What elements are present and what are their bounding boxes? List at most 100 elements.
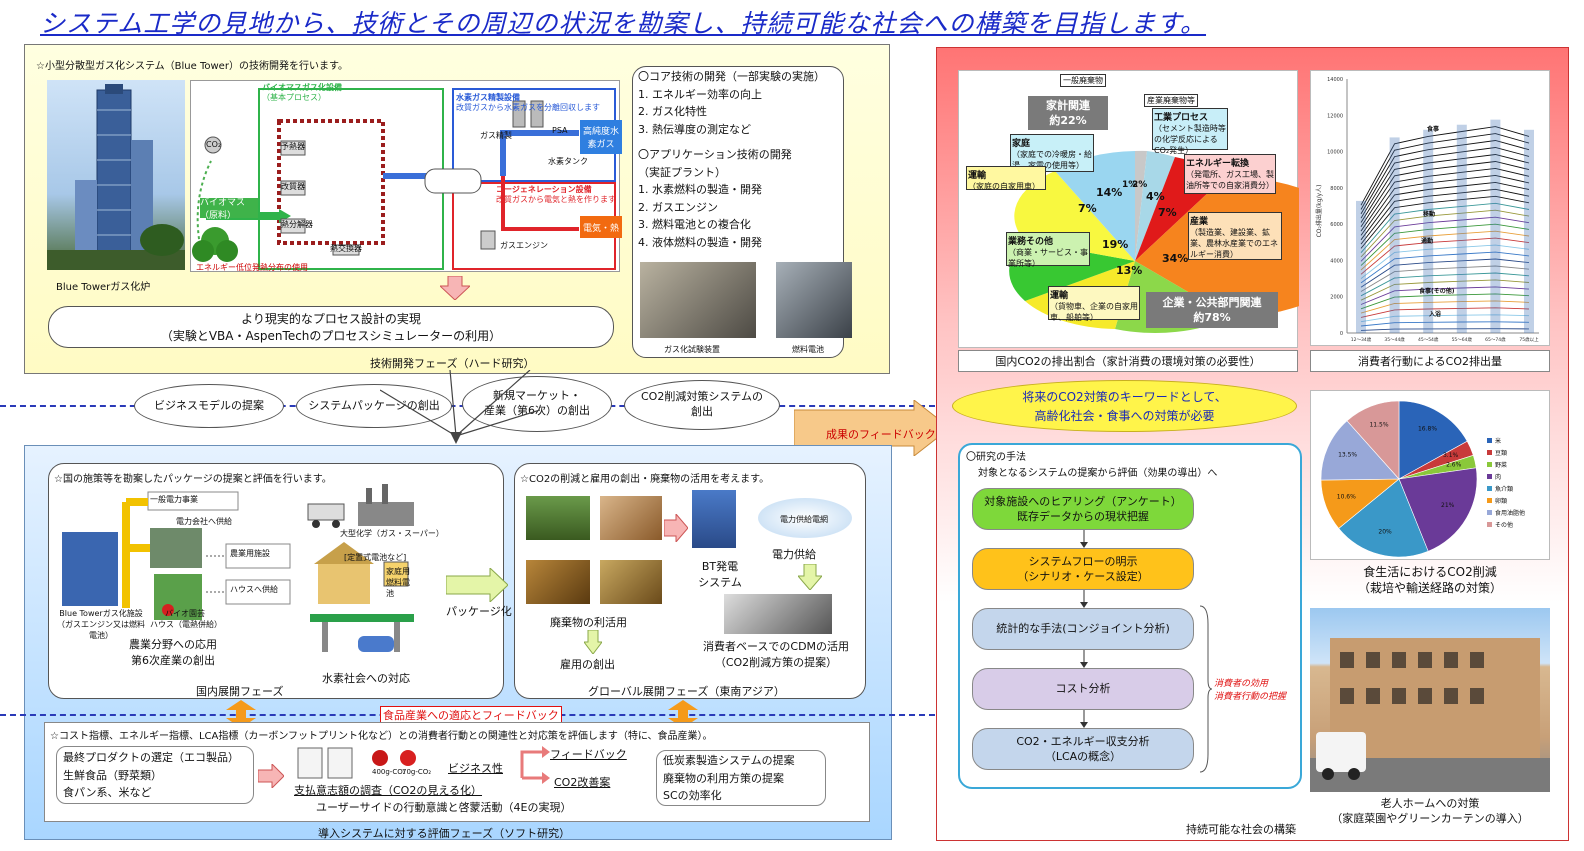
bracket-icon [1199, 605, 1212, 773]
stacked-series-line [1360, 328, 1530, 331]
stacked-series-line [1360, 244, 1530, 279]
straw-photo [600, 560, 662, 604]
stacked-bar [1490, 119, 1501, 333]
ellipse-new-market: 新規マーケット・ 産業（第6次）の創出 [462, 376, 612, 432]
x-tick-label: 55～64歳 [1452, 336, 1473, 343]
x-tick-label: 35～44歳 [1384, 336, 1405, 343]
pie-corp-group: 企業・公共部門関連 約78% [1146, 292, 1278, 328]
bt-power-tower-icon [692, 490, 736, 548]
product-item: 最終プロダクトの選定（エコ製品） [63, 751, 239, 764]
sec-biomass-sub: （基本プロセス） [262, 93, 326, 102]
consumer-chart-caption: 消費者行動によるCO2排出量 [1310, 350, 1550, 372]
pie-slice-label: 2.6% [1446, 461, 1462, 468]
legend-label: 食用油脂他 [1495, 509, 1525, 517]
house-caption: [定置式電池など] [344, 553, 407, 562]
legend-swatch [1487, 522, 1492, 527]
stacked-series-line [1360, 216, 1530, 262]
tower-facility-caption-2: （ガスエンジン又は燃料電池） [57, 620, 145, 640]
stacked-series-line [1360, 300, 1530, 314]
y-tick-label: 10000 [1327, 150, 1343, 156]
agriculture-caption-2: 第6次産業の創出 [131, 654, 215, 667]
product-item: 食パン系、米など [63, 786, 152, 799]
tower-facility-caption: Blue Towerガス化施設 （ガスエンジン又は燃料電池） [56, 608, 146, 641]
pie-transport-sub: （貨物車、企業の自家用車、船舶等） [1050, 302, 1138, 322]
unit-gas-cleaning-label: ガス精製 [480, 131, 512, 140]
cdm-caption-2: （CO2削減方策の提案） [714, 656, 838, 669]
pie-business-pct: 19% [1102, 238, 1129, 251]
product-item: 生鮮食品（野菜類） [63, 768, 162, 782]
domestic-diagram [62, 491, 291, 620]
sec-hydrogen-label: 水素ガス精製設備 [456, 93, 520, 102]
process-design-line2: （実験とVBA・AspenTechのプロセスシミュレーターの利用） [160, 329, 502, 343]
global-phase-label: グローバル展開フェーズ（東南アジア） [588, 685, 785, 698]
apple-co2-label: 400g-CO₂ [372, 768, 406, 776]
package-arrow-icon [446, 568, 508, 602]
method-step-hearing: 対象施設へのヒアリング（アンケート）既存データからの現状把握 [972, 488, 1194, 530]
proposal-item: 低炭素製造システムの提案 [663, 754, 795, 767]
keyword-line2: 高齢化社会・食事への対策が必要 [1034, 409, 1215, 423]
method-title: 〇研究の手法 [966, 452, 1026, 463]
home-fuelcell-caption: 家庭用燃料電池 [386, 567, 410, 598]
pie-corp-label: 企業・公共部門関連 [1162, 296, 1262, 309]
diagram-footnote: エネルギー低位発熱分布の使用 [196, 263, 308, 272]
gasification-test-photo [640, 262, 756, 338]
inner-series-label: 移動 [1423, 210, 1435, 218]
pie-household-group: 家計関連 約22% [1028, 96, 1108, 130]
feedback-label: フィードバック [550, 748, 627, 761]
pie-slice-label: 13.5% [1338, 451, 1357, 458]
inner-series-label: 入浴 [1428, 310, 1442, 318]
core-tech-item: 2. ガス化特性 [638, 105, 707, 118]
legend-label: 魚介類 [1495, 485, 1513, 493]
soft-header: ☆コスト指標、エネルギー指標、LCA指標（カーボンフットプリント化など）との消費… [50, 731, 713, 742]
survey-illustration [297, 747, 416, 779]
pie-household-pct: 約22% [1049, 114, 1087, 127]
blue-tower-caption: Blue Towerガス化炉 [56, 282, 151, 293]
global-header: ☆CO2の削減と雇用の創出・廃棄物の活用を考えます。 [520, 474, 770, 485]
house-icon [314, 542, 409, 604]
bt-power-caption-2: システム [698, 576, 742, 589]
updown-arrow-icon [226, 700, 256, 728]
domestic-diagram-note: ハウスへ供給 [230, 585, 278, 594]
core-tech-item: 1. エネルギー効率の向上 [638, 87, 762, 101]
tower-facility-caption-1: Blue Towerガス化施設 [59, 609, 143, 618]
pie-transport-pct: 13% [1116, 264, 1143, 277]
legend-swatch [1487, 498, 1492, 503]
food-industry-feedback-label: 食品産業への適応とフィードバック [380, 706, 562, 724]
nursing-home-photo [1310, 608, 1550, 792]
stacked-series-line [1360, 272, 1530, 297]
pie-energy-box: エネルギー転換 （発電所、ガス工場、製油所等での自家消費分） [1184, 154, 1276, 194]
unit-reform-label: 改質器 [281, 182, 305, 191]
pie-business-sub: （商業・サービス・事業所等） [1008, 248, 1088, 268]
domestic-diagram-note: 電力会社へ供給 [176, 517, 232, 526]
food-pie-caption-1: 食生活におけるCO2削減 [1363, 565, 1497, 579]
method-step-cost: コスト分析 [972, 668, 1194, 710]
pie-slice-label: 21% [1441, 502, 1455, 509]
stacked-bar [1456, 124, 1467, 333]
stacked-series-line [1360, 209, 1530, 258]
greenhouse-caption-2: ハウス（電熱併給） [150, 620, 222, 629]
legend-label: 米 [1495, 437, 1501, 445]
down-arrow-icon [440, 276, 470, 300]
ellipse-co2-system-line2: 創出 [691, 405, 713, 418]
pie-process-pct: 4% [1146, 190, 1165, 203]
ellipse-business-model: ビジネスモデルの提案 [134, 384, 284, 428]
legend-swatch [1487, 450, 1492, 455]
business-label: ビジネス性 [448, 762, 503, 775]
cdm-caption-1: 消費者ベースでのCDMの活用 [702, 640, 850, 653]
legend-swatch [1487, 438, 1492, 443]
stacked-series-line [1360, 154, 1530, 223]
pie-label-industrial-waste: 産業廃棄物等 [1144, 94, 1198, 107]
pie-process-label: 工業プロセス [1154, 113, 1209, 123]
stacked-series-line [1360, 230, 1530, 271]
method-arrows-icon [1080, 530, 1088, 728]
stacked-series-line [1360, 223, 1530, 266]
stacked-bar [1423, 129, 1434, 333]
bt-power-caption-1: BT発電 [701, 560, 739, 573]
pie-slice [1398, 467, 1478, 552]
pie-slice-label: 11.5% [1369, 422, 1388, 429]
pie-business-box: 業務その他 （商業・サービス・事業所等） [1006, 232, 1090, 268]
y-axis-label: CO₂排出量(kg/y人) [1315, 185, 1323, 238]
y-tick-label: 6000 [1330, 222, 1343, 228]
stacked-series-line [1360, 174, 1530, 236]
